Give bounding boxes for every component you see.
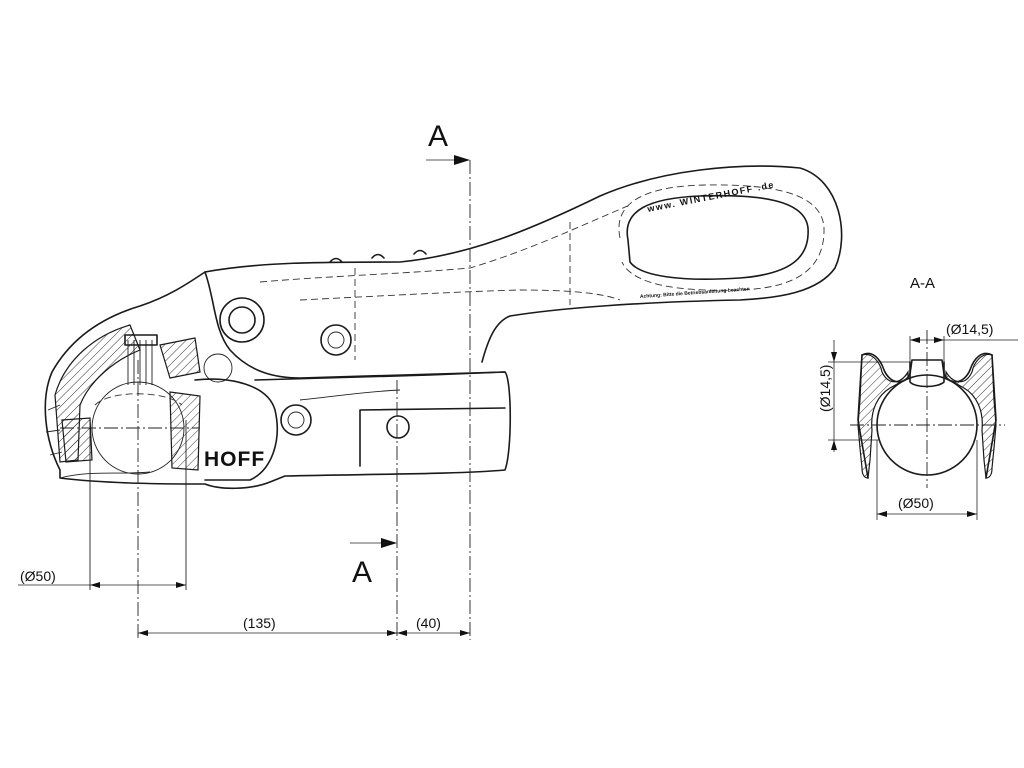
center-lines (60, 160, 471, 640)
dimension-ball-dia-left: (Ø50) (18, 568, 186, 588)
section-body-right (945, 353, 997, 479)
dimension-40: (40) (397, 615, 470, 636)
handle-hidden-edge-2 (299, 289, 621, 301)
socket-plate (194, 378, 278, 481)
bolt-hole (386, 415, 410, 439)
lower-pin (280, 404, 312, 436)
section-view-title: A-A (910, 275, 935, 292)
handle-outline (204, 165, 843, 363)
section-marker-top: A (426, 120, 470, 165)
dim-text-135: (135) (243, 615, 276, 631)
section-dim-ball: (Ø50) (898, 495, 934, 511)
handle-top-bumps (329, 249, 427, 263)
housing-step (359, 407, 506, 467)
section-dim-bore-v: (Ø14,5) (817, 365, 833, 412)
section-dim-bore-h: (Ø14,5) (946, 321, 993, 337)
section-view-aa: A-A (Ø14,5) (Ø14,5) (817, 275, 1018, 520)
section-body-left (857, 353, 909, 479)
dimension-135: (135) (138, 615, 397, 636)
pivot-pin-small (320, 324, 352, 356)
housing-top-plate (254, 371, 506, 381)
handle-grip-inner (618, 184, 825, 291)
pivot-pin-large (219, 297, 265, 343)
dim-text-40: (40) (416, 615, 441, 631)
section-marker-bottom: A (350, 538, 397, 589)
section-letter-top: A (428, 120, 448, 153)
section-letter-bottom: A (352, 556, 372, 589)
dim-text-ball-dia-left: (Ø50) (20, 568, 56, 584)
handle-grip-slot (626, 194, 809, 281)
coupling-side-view: www. WINTERHOFF .de Achtung: Bitte die B… (44, 165, 843, 490)
housing-logo: HOFF (204, 448, 265, 471)
spring-indicator (127, 340, 153, 385)
handle-notice-text: Achtung: Bitte die Betriebsanleitung bea… (640, 286, 750, 300)
handle-hidden-edge (259, 204, 631, 283)
